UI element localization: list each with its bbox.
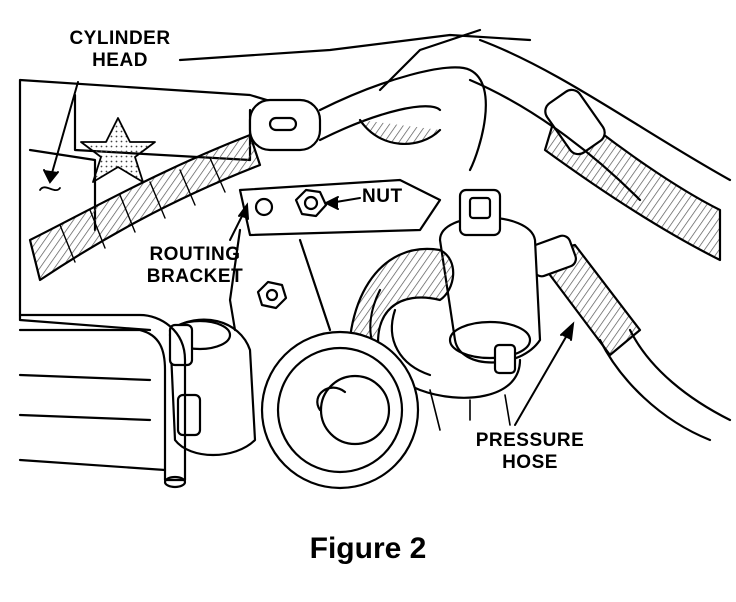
- block-bolt: [256, 280, 288, 310]
- label-pressure-hose-line1: PRESSURE: [475, 430, 585, 451]
- label-routing-bracket: ROUTING BRACKET: [130, 244, 260, 288]
- label-nut-text: NUT: [362, 186, 403, 207]
- left-tube: [18, 313, 187, 482]
- hose-connector: [168, 318, 257, 457]
- pressure-switch: [438, 188, 542, 375]
- label-routing-bracket-line2: BRACKET: [146, 266, 244, 287]
- label-nut: NUT: [362, 186, 422, 208]
- label-cylinder-head: CYLINDER HEAD: [55, 28, 185, 72]
- wiring-harness: [28, 133, 262, 282]
- label-cylinder-head-line1: CYLINDER: [69, 28, 171, 49]
- label-routing-bracket-line1: ROUTING: [149, 244, 241, 265]
- figure-caption: Figure 2: [309, 532, 427, 565]
- harness-clamp: [248, 98, 322, 152]
- round-canister: [260, 330, 420, 490]
- label-pressure-hose: PRESSURE HOSE: [455, 430, 605, 474]
- pentastar-logo: [80, 117, 156, 183]
- cylinder-head-arrow: [49, 81, 79, 181]
- routing-bracket-plate: [238, 178, 442, 237]
- label-cylinder-head-line2: HEAD: [92, 50, 148, 71]
- pressure-hose-arrow: [514, 329, 571, 426]
- bracket-nut: [294, 188, 328, 218]
- label-pressure-hose-line2: HOSE: [502, 452, 558, 473]
